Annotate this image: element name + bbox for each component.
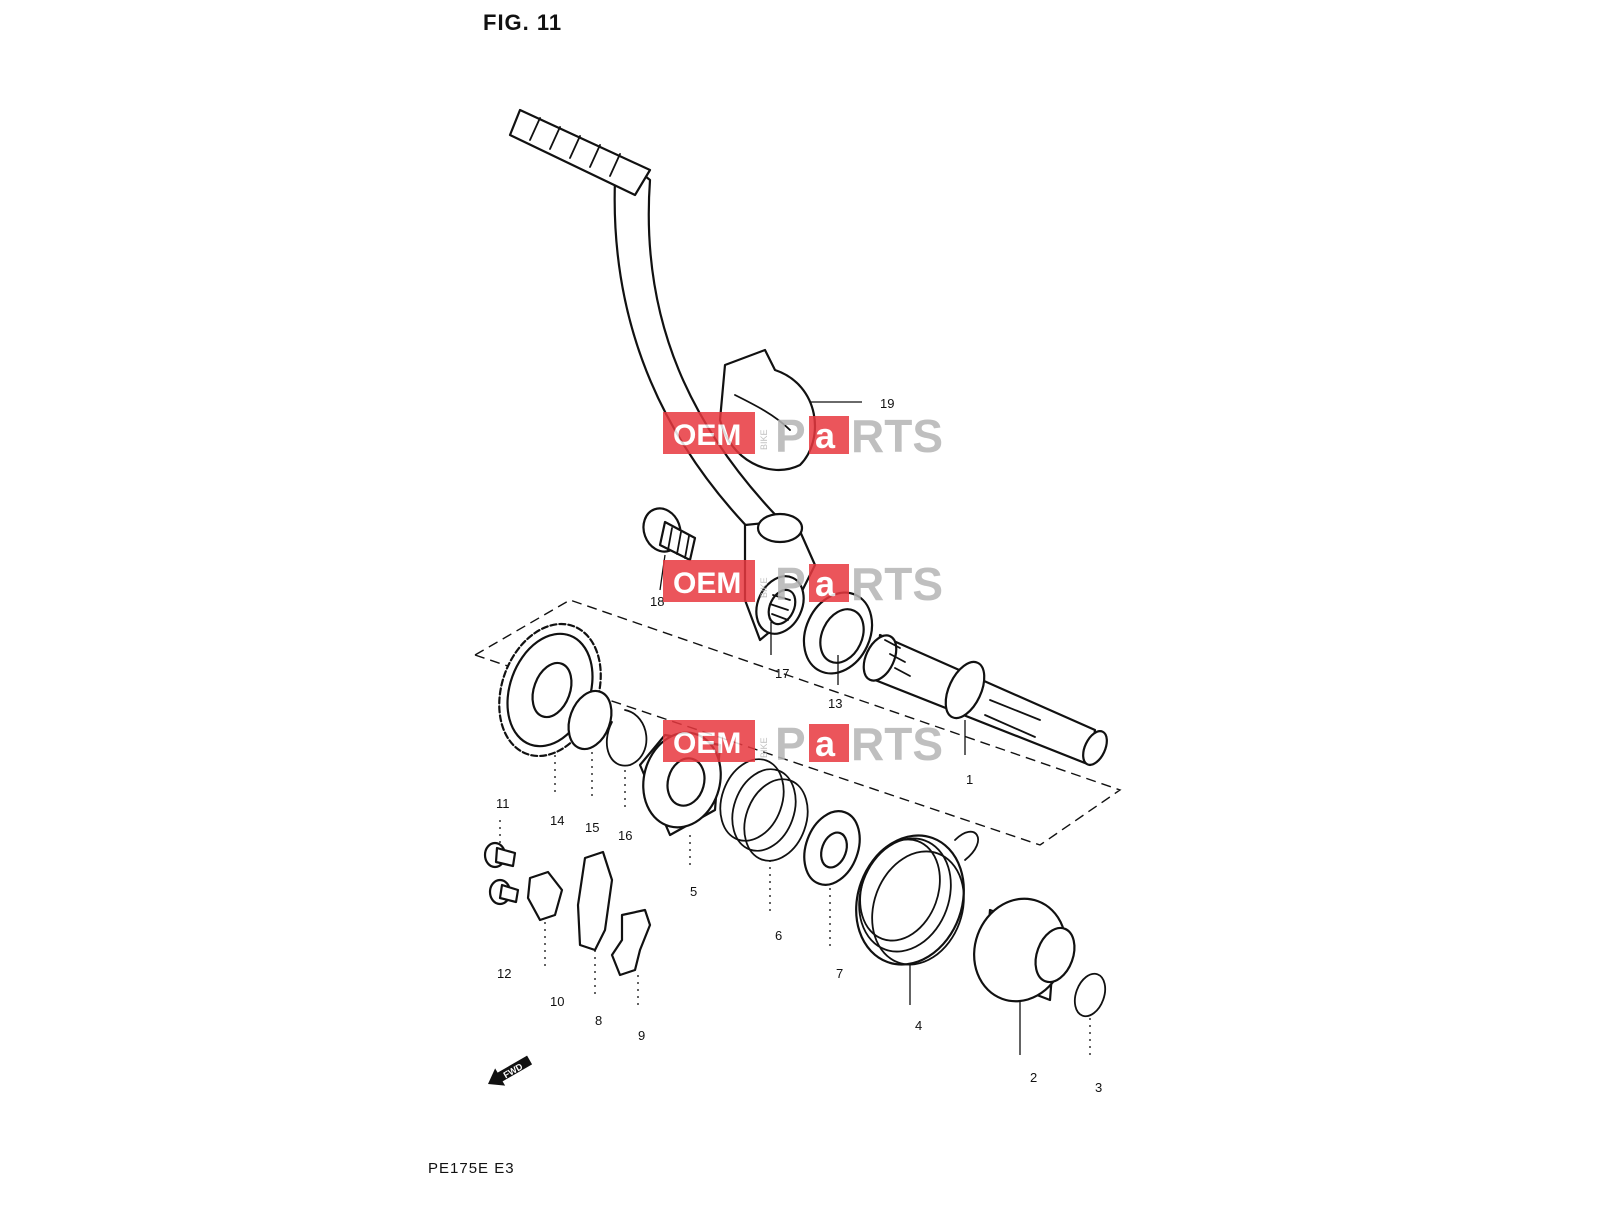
callout-6: 6 — [775, 928, 782, 943]
circlip-3 — [1073, 972, 1107, 1018]
kick-lever — [508, 108, 817, 642]
spring-6 — [719, 758, 809, 862]
watermark-prefix: P — [775, 410, 806, 462]
callout-10: 10 — [550, 994, 564, 1009]
watermark-side-text: BIKE — [759, 577, 769, 598]
callout-14: 14 — [550, 813, 564, 828]
watermark-accent: a — [815, 563, 836, 604]
callout-2: 2 — [1030, 1070, 1037, 1085]
bolt-12 — [488, 878, 520, 906]
bolt-11 — [483, 841, 517, 869]
model-code: PE175E E3 — [428, 1160, 515, 1177]
watermark-accent: a — [815, 415, 836, 456]
circlip-16 — [605, 709, 648, 767]
plate-10 — [526, 870, 564, 922]
callout-4: 4 — [915, 1018, 922, 1033]
callout-9: 9 — [638, 1028, 645, 1043]
watermark-suffix: RTS — [851, 558, 943, 610]
callout-8: 8 — [595, 1013, 602, 1028]
watermark-prefix: P — [775, 718, 806, 770]
leader-lines — [499, 401, 1091, 1060]
oil-seal — [802, 591, 874, 675]
callout-13: 13 — [828, 696, 842, 711]
watermark-top: OEM BIKE P a RTS — [663, 410, 943, 462]
callout-16: 16 — [618, 828, 632, 843]
watermark-suffix: RTS — [851, 410, 943, 462]
direction-arrow: FWD — [488, 1055, 533, 1086]
watermark-box-text: OEM — [673, 567, 741, 600]
watermark-side-text: BIKE — [759, 429, 769, 450]
callout-5: 5 — [690, 884, 697, 899]
watermark-suffix: RTS — [851, 718, 943, 770]
watermark-accent: a — [815, 723, 836, 764]
watermark-bottom: OEM BIKE P a RTS — [663, 718, 943, 770]
callout-17: 17 — [775, 666, 789, 681]
stopper-9 — [610, 908, 652, 977]
callout-15: 15 — [585, 820, 599, 835]
return-spring — [855, 830, 979, 966]
callout-7: 7 — [836, 966, 843, 981]
watermark-side-text: BIKE — [759, 737, 769, 758]
watermark-middle: OEM BIKE P a RTS — [663, 558, 943, 610]
bolt-18 — [642, 507, 697, 562]
callout-labels: 19 18 17 13 1 14 15 16 11 5 6 7 12 10 8 … — [496, 396, 1102, 1095]
guide-2 — [973, 897, 1076, 1003]
callout-12: 12 — [497, 966, 511, 981]
plate-8 — [576, 850, 614, 952]
callout-3: 3 — [1095, 1080, 1102, 1095]
watermark-box-text: OEM — [673, 727, 741, 760]
watermark-prefix: P — [775, 558, 806, 610]
callout-1: 1 — [966, 772, 973, 787]
callout-11: 11 — [496, 796, 510, 811]
watermark-box-text: OEM — [673, 419, 741, 452]
washer-15 — [567, 689, 613, 751]
idle-gear — [498, 622, 602, 758]
washer-7 — [803, 810, 861, 886]
callout-19: 19 — [880, 396, 894, 411]
starter-shaft — [862, 633, 1108, 767]
callout-18: 18 — [650, 594, 664, 609]
figure-title: FIG. 11 — [483, 10, 563, 35]
